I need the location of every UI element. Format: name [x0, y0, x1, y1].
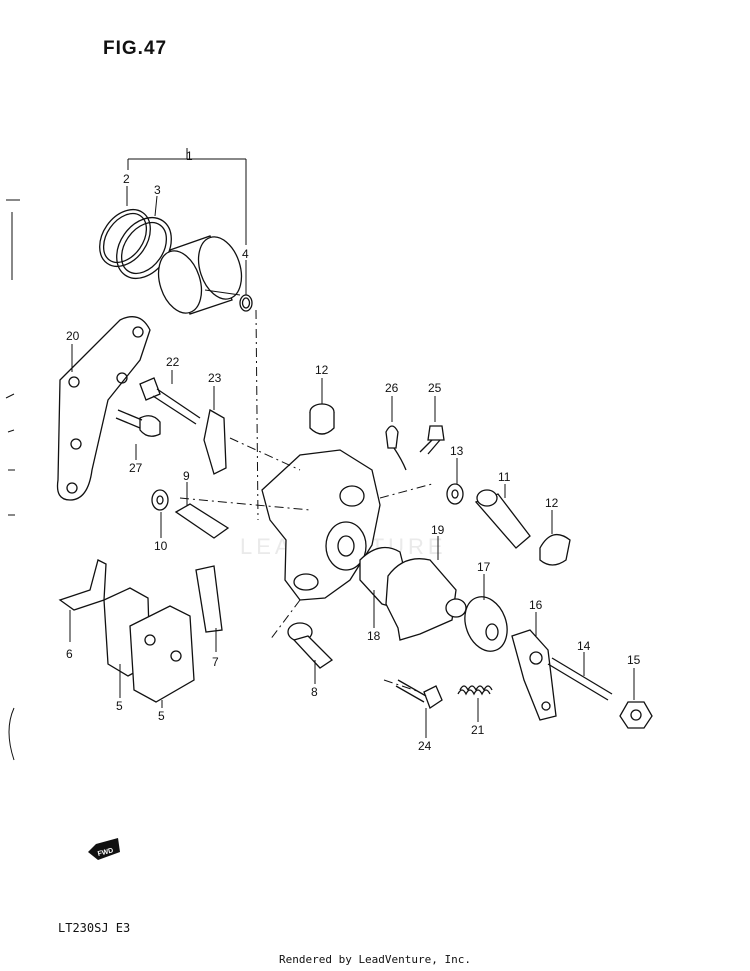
- callout-labels: 1 2 3 4 20 22 23 12 26 25 13 11 12 27 9 …: [66, 149, 641, 753]
- mounting-bolt: [115, 409, 161, 437]
- assembly-line: [269, 599, 301, 641]
- adjuster-wheel: [464, 596, 508, 652]
- callout-19: 19: [431, 523, 445, 537]
- callout-1: 1: [186, 149, 193, 163]
- callout-12-lower: 12: [545, 496, 559, 510]
- bleeder-valve: [419, 425, 445, 455]
- adjuster-screw: [547, 657, 613, 701]
- bracket-bolt: [139, 377, 201, 425]
- callout-22: 22: [166, 355, 180, 369]
- callout-6: 6: [66, 647, 73, 661]
- callout-18: 18: [367, 629, 381, 643]
- assembly-bracket: [127, 148, 247, 245]
- housing-bolt: [395, 679, 443, 709]
- assembly-line: [255, 309, 259, 521]
- lock-nut: [619, 701, 653, 729]
- washer-10: [151, 489, 169, 511]
- forward-arrow-icon: FWD: [88, 838, 120, 860]
- callout-3: 3: [154, 183, 161, 197]
- pad-spring-clip: [203, 408, 227, 475]
- footer-credit: Rendered by LeadVenture, Inc.: [278, 953, 472, 966]
- leader-lines: [69, 186, 635, 738]
- washer: [446, 483, 464, 505]
- callout-7: 7: [212, 655, 219, 669]
- callout-14: 14: [577, 639, 591, 653]
- slide-pin: [474, 489, 531, 549]
- callout-12-upper: 12: [315, 363, 329, 377]
- o-ring: [239, 294, 253, 312]
- guide-pin: [174, 503, 230, 539]
- callout-8: 8: [311, 685, 318, 699]
- caliper-piston: [157, 235, 243, 315]
- callout-9: 9: [183, 469, 190, 483]
- callout-4: 4: [242, 247, 249, 261]
- assembly-line: [229, 437, 301, 471]
- bleeder-cap: [385, 425, 407, 471]
- assembly-line: [379, 483, 433, 499]
- callout-26: 26: [385, 381, 399, 395]
- callout-24: 24: [418, 739, 432, 753]
- callout-27: 27: [129, 461, 143, 475]
- boot-lower: [539, 533, 571, 566]
- figure-title: FIG.47: [103, 38, 168, 59]
- assembly-line: [383, 679, 421, 693]
- callout-11: 11: [498, 470, 511, 484]
- callout-17: 17: [477, 560, 491, 574]
- callout-10: 10: [154, 539, 168, 553]
- callout-20: 20: [66, 329, 80, 343]
- pad-shim: [58, 559, 107, 611]
- parking-brake-housing: [385, 558, 467, 641]
- callout-23: 23: [208, 371, 222, 385]
- caliper-mounting-bolt: [287, 622, 334, 669]
- callout-13: 13: [450, 444, 464, 458]
- return-spring: [457, 685, 493, 696]
- callout-21: 21: [471, 723, 485, 737]
- margin-marks: [5, 199, 20, 761]
- pad-spring: [195, 565, 223, 633]
- boot-upper: [309, 403, 335, 435]
- callout-5-outer: 5: [116, 699, 123, 713]
- model-code: LT230SJ E3: [58, 921, 131, 935]
- caliper-mounting-bracket: [56, 316, 151, 501]
- piston-seal: [99, 208, 151, 268]
- callout-2: 2: [123, 172, 130, 186]
- fwd-label: FWD: [97, 847, 114, 858]
- callout-25: 25: [428, 381, 442, 395]
- callout-15: 15: [627, 653, 641, 667]
- caliper-body: [261, 449, 381, 601]
- parking-brake-lever: [511, 629, 557, 721]
- callout-16: 16: [529, 598, 543, 612]
- brake-pad-inner: [129, 605, 195, 703]
- assembly-line: [179, 497, 311, 511]
- callout-5-inner: 5: [158, 709, 165, 723]
